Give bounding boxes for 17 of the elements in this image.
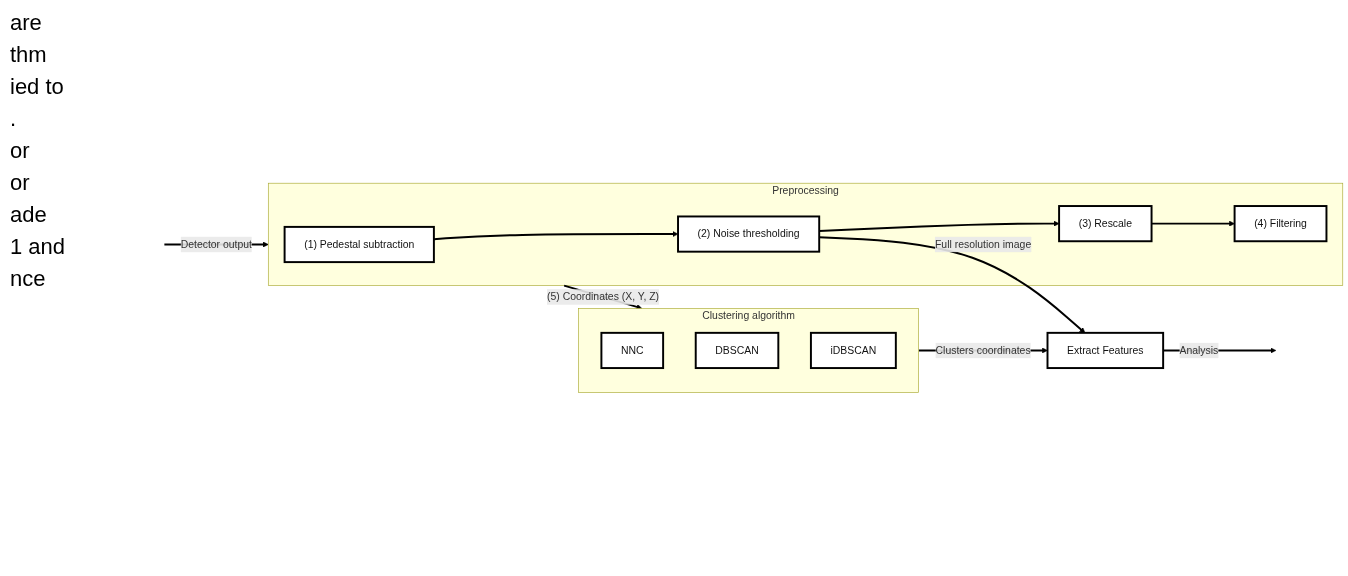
process-box: (2) Noise thresholding [677,215,821,253]
process-box: Extract Features [1046,332,1165,370]
process-box: NNC [600,332,665,370]
note-text: or [10,170,31,196]
note-text: 1 and [10,234,67,260]
note-text: ied to [10,74,65,100]
process-box: iDBSCAN [809,332,897,370]
process-box: (4) Filtering [1233,205,1328,243]
process-box: DBSCAN [694,332,780,370]
note-text: . [10,106,18,132]
note-text: are [10,10,43,36]
note-text: thm [10,42,48,68]
process-box: (3) Rescale [1058,205,1153,243]
note-text: or [10,138,31,164]
note-text: ade [10,202,48,228]
note-text: nce [10,266,47,292]
process-box: (1) Pedestal subtraction [283,226,435,264]
